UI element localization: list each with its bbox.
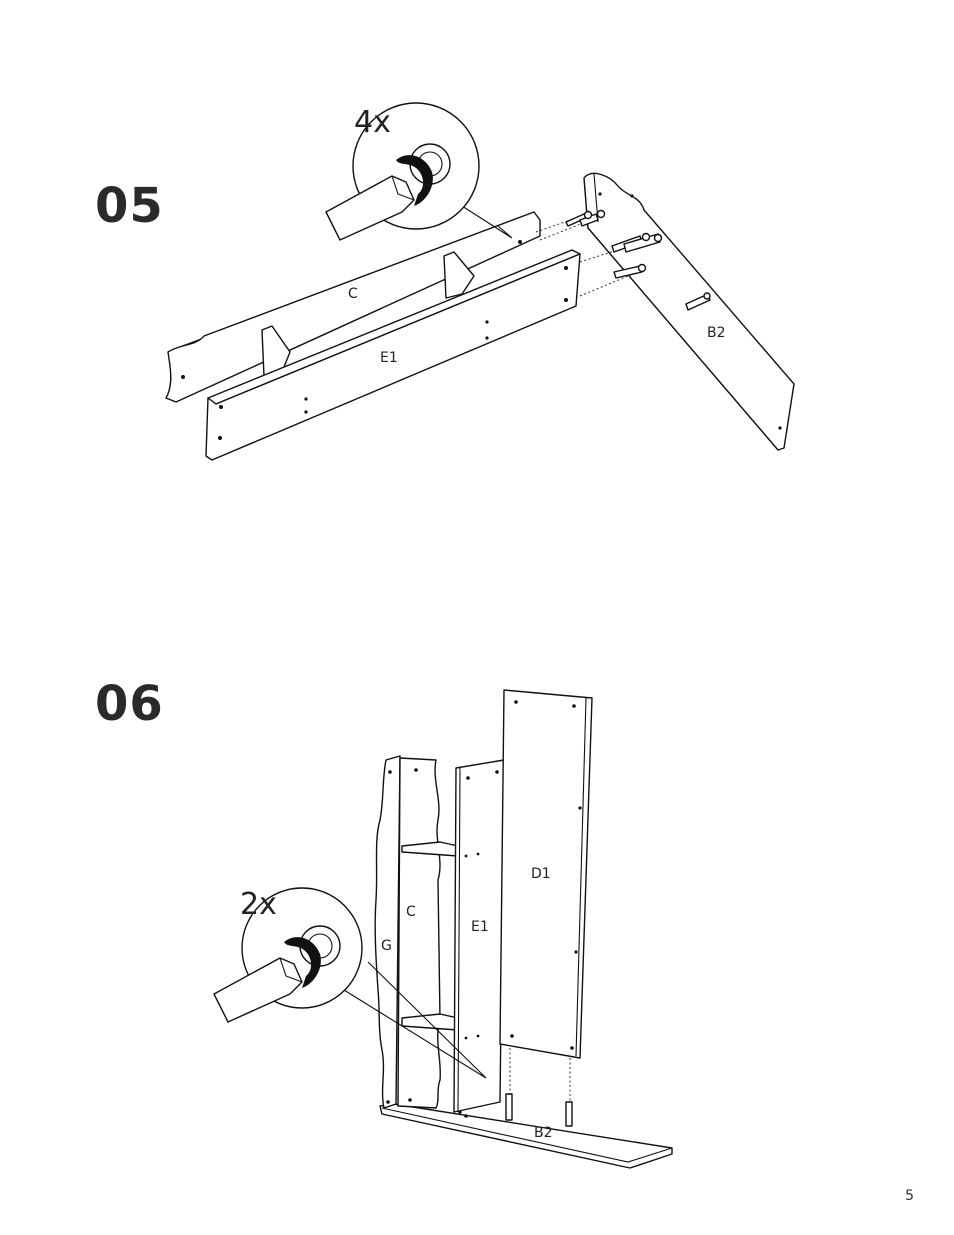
panel-e1-step06 xyxy=(454,760,504,1118)
part-label-e1-step06: E1 xyxy=(471,919,489,935)
quantity-label-step05: 4x xyxy=(354,105,391,140)
part-label-b2-step06: B2 xyxy=(534,1125,553,1141)
panel-b2-step05 xyxy=(584,173,794,450)
part-label-b2-step05: B2 xyxy=(707,325,726,341)
quantity-label-step06: 2x xyxy=(240,887,277,922)
step-05-illustration: 4x C E1 B2 xyxy=(166,103,794,460)
part-label-c-step05: C xyxy=(348,286,358,302)
part-label-d1-step06: D1 xyxy=(531,866,551,882)
panel-c-step06 xyxy=(398,758,440,1108)
part-label-e1-step05: E1 xyxy=(380,350,398,366)
fittings-step06 xyxy=(506,1048,572,1126)
part-label-g-step06: G xyxy=(381,938,392,954)
part-label-c-step06: C xyxy=(406,904,416,920)
panel-b2-step06 xyxy=(380,1098,672,1168)
step-06-illustration: 2x G C E1 D1 B2 xyxy=(214,690,672,1168)
panel-g-step06 xyxy=(375,756,400,1108)
page-number: 5 xyxy=(905,1188,914,1204)
